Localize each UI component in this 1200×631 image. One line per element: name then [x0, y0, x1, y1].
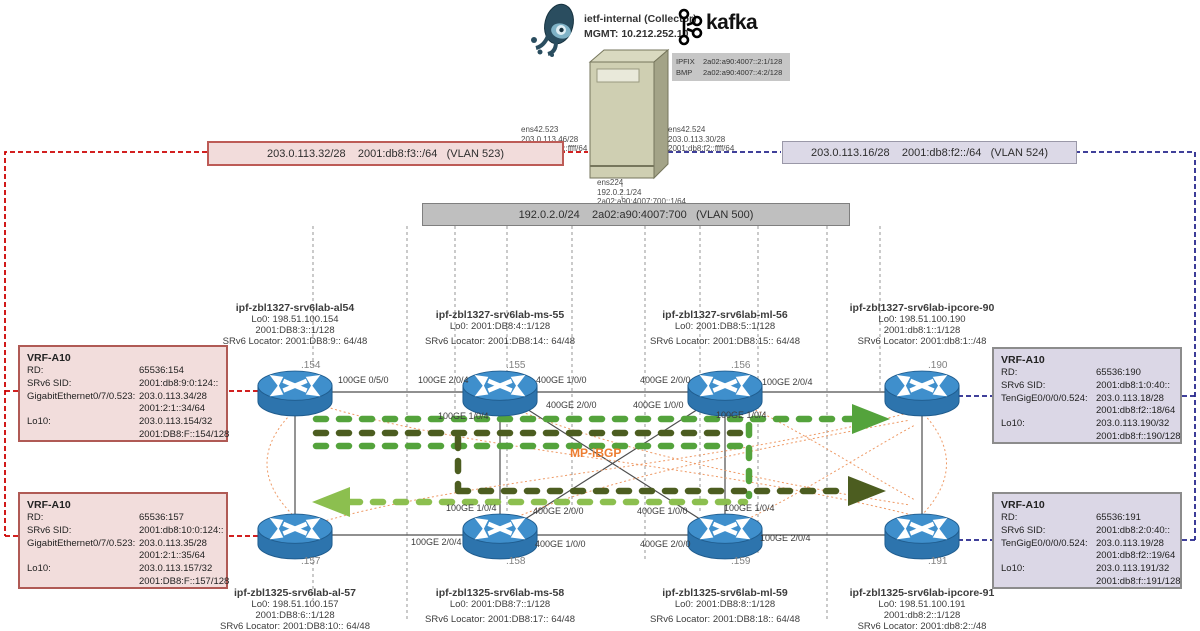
vrf-box-190: VRF-A10 RD:65536:190 SRv6 SID:2001:db8:1… [992, 347, 1182, 444]
vrf-box-191: VRF-A10 RD:65536:191 SRv6 SID:2001:db8:2… [992, 492, 1182, 589]
interface-label: 100GE 0/5/0 [338, 375, 389, 385]
router-label-ms55: ipf-zbl1327-srv6lab-ms-55 Lo0: 2001:DB8:… [385, 309, 615, 347]
vrf-title: VRF-A10 [27, 352, 71, 364]
ens-bottom-v4: 192.0.2.1/24 [597, 187, 642, 197]
router-number: .155 [506, 360, 526, 371]
router-title: ipf-zbl1327-srv6lab-ml-56 [662, 309, 788, 321]
router-label-ipcore90: ipf-zbl1327-srv6lab-ipcore-90 Lo0: 198.5… [807, 302, 1037, 347]
interface-label: 100GE 1/0/4 [724, 503, 775, 513]
bmp-label: BMP [676, 68, 693, 77]
ens-bottom-v6: 2a02:a90:4007:700::1/64 [597, 197, 686, 206]
interface-label: 100GE 1/0/4 [438, 411, 489, 421]
ens-right-name: ens42.524 [668, 125, 706, 134]
router-number: .191 [928, 556, 948, 567]
kafka-icon [676, 8, 704, 51]
flow-arrow-right-top [852, 404, 890, 434]
router-icon-ms58 [461, 509, 539, 567]
interface-label: 100GE 2/0/4 [411, 537, 462, 547]
router-number: .157 [301, 556, 321, 567]
vrf-title: VRF-A10 [1001, 499, 1045, 511]
collector-server-icon [582, 46, 672, 193]
interface-label: 400GE 2/0/0 [640, 539, 691, 549]
mp-ibgp-sessions [266, 399, 947, 528]
router-number: .156 [731, 360, 751, 371]
router-title: ipf-zbl1327-srv6lab-ipcore-90 [849, 302, 995, 314]
router-icon-al54 [256, 366, 334, 424]
interface-label: 100GE 2/0/4 [418, 375, 469, 385]
vlan-500-bar: 192.0.2.0/24 2a02:a90:4007:700 (VLAN 500… [422, 203, 850, 226]
interface-label: 400GE 1/0/0 [637, 506, 688, 516]
interface-label: 400GE 1/0/0 [633, 400, 684, 410]
vlan-524-bar: 203.0.113.16/28 2001:db8:f2::/64 (VLAN 5… [782, 141, 1077, 164]
router-label-ml59: ipf-zbl1325-srv6lab-ml-59 Lo0: 2001:DB8:… [610, 587, 840, 625]
router-label-ms58: ipf-zbl1325-srv6lab-ms-58 Lo0: 2001:DB8:… [385, 587, 615, 625]
router-label-al54: ipf-zbl1327-srv6lab-al54 Lo0: 198.51.100… [180, 302, 410, 347]
interface-label: 400GE 1/0/0 [535, 539, 586, 549]
router-number: .159 [731, 556, 751, 567]
interface-label: 400GE 2/0/0 [546, 400, 597, 410]
router-icon-ipcore90 [883, 366, 961, 424]
bmp-address: 2a02:a90:4007::4:2/128 [703, 68, 783, 77]
physical-links [294, 391, 923, 536]
flow-arrowheads [312, 404, 890, 517]
interface-label: 100GE 2/0/4 [762, 377, 813, 387]
router-label-ml56: ipf-zbl1327-srv6lab-ml-56 Lo0: 2001:DB8:… [610, 309, 840, 347]
interface-label: 100GE 1/0/4 [446, 503, 497, 513]
router-icon-al57 [256, 509, 334, 567]
router-title: ipf-zbl1325-srv6lab-al-57 [234, 587, 356, 599]
vrf-title: VRF-A10 [1001, 354, 1045, 366]
ipfix-address: 2a02:a90:4007::2:1/128 [703, 57, 783, 66]
flow-arrow-right-bottom [848, 476, 886, 506]
traffic-flows [312, 415, 856, 506]
router-label-al57: ipf-zbl1325-srv6lab-al-57 Lo0: 198.51.10… [180, 587, 410, 631]
ens-right-v6: 2001:db8:f2::ffff/64 [668, 144, 735, 153]
router-title: ipf-zbl1327-srv6lab-ms-55 [435, 309, 565, 321]
collector-mgmt: MGMT: 10.212.252.10 [584, 28, 689, 40]
interface-label: 400GE 1/0/0 [536, 375, 587, 385]
router-number: .158 [506, 556, 526, 567]
ens-left-name: ens42.523 [521, 125, 559, 134]
router-number: .154 [301, 360, 321, 371]
router-icon-ml59 [686, 509, 764, 567]
kafka-label: kafka [706, 11, 758, 34]
server-ens-bottom: ens224 192.0.2.1/24 2a02:a90:4007:700::1… [597, 178, 686, 207]
router-title: ipf-zbl1325-srv6lab-ms-58 [435, 587, 565, 599]
router-number: .190 [928, 360, 948, 371]
ens-right-v4: 203.0.113.30/28 [668, 134, 726, 144]
router-icon-ipcore91 [883, 509, 961, 567]
collector-mascot-icon [526, 0, 586, 63]
vlan-523-bar: 203.0.113.32/28 2001:db8:f3::/64 (VLAN 5… [207, 141, 564, 166]
ipfix-label: IPFIX [676, 57, 695, 66]
mgmt-dashed-lines [312, 184, 881, 620]
router-title: ipf-zbl1325-srv6lab-ipcore-91 [849, 587, 995, 599]
router-label-ipcore91: ipf-zbl1325-srv6lab-ipcore-91 Lo0: 198.5… [807, 587, 1037, 631]
interface-label: 400GE 2/0/0 [533, 506, 584, 516]
router-title: ipf-zbl1325-srv6lab-ml-59 [662, 587, 788, 599]
vrf-box-154: VRF-A10 RD:65536:154 SRv6 SID:2001:db8:9… [18, 345, 229, 442]
router-title: ipf-zbl1327-srv6lab-al54 [235, 302, 355, 314]
server-ens-right: ens42.524 203.0.113.30/28 2001:db8:f2::f… [668, 125, 734, 154]
mp-ibgp-label: MP-iBGP [570, 446, 622, 460]
vrf-box-157: VRF-A10 RD:65536:157 SRv6 SID:2001:db8:1… [18, 492, 229, 589]
interface-label: 100GE 1/0/4 [716, 410, 767, 420]
ens-bottom-name: ens224 [597, 178, 624, 187]
interface-label: 100GE 2/0/4 [760, 533, 811, 543]
ens-left-v4: 203.0.113.46/28 [521, 134, 579, 144]
vrf-title: VRF-A10 [27, 499, 71, 511]
flow-arrow-left [312, 487, 350, 517]
collector-name: ietf-internal (Collector) [584, 13, 697, 25]
interface-label: 400GE 2/0/0 [640, 375, 691, 385]
telemetry-box: IPFIX 2a02:a90:4007::2:1/128 BMP 2a02:a90:… [672, 53, 790, 81]
